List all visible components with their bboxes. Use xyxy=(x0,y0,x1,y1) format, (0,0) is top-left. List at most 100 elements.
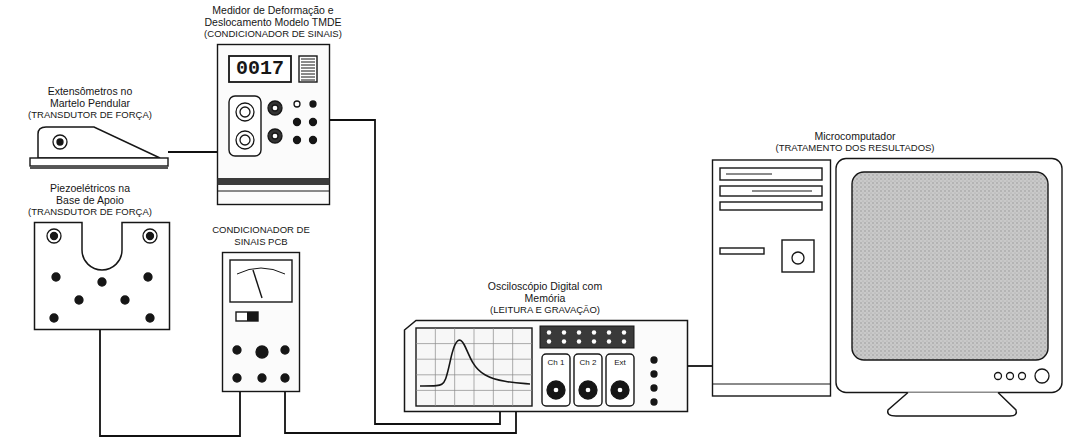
connector-ring xyxy=(236,131,254,149)
socket-dot xyxy=(233,374,241,382)
device-name: CONDICIONADOR DE SINAIS PCB xyxy=(205,224,317,248)
panel-button xyxy=(592,330,596,334)
channel-label: Ch 2 xyxy=(574,357,602,368)
sensor-dot xyxy=(144,273,152,281)
button-dot xyxy=(310,137,317,144)
bolt-head xyxy=(143,229,157,243)
panel-button xyxy=(607,330,611,334)
meter-needle xyxy=(253,270,262,298)
hammer-base-shadow xyxy=(30,166,168,169)
dial-knob-center xyxy=(272,105,278,111)
monitor-button xyxy=(995,373,1002,380)
channel-label: Ext xyxy=(606,357,634,368)
screen-grid xyxy=(416,359,532,360)
case-stripe xyxy=(218,178,330,185)
bar-tick xyxy=(301,71,315,72)
device-name: Microcomputador xyxy=(790,130,920,142)
hammer-base xyxy=(30,158,168,166)
bar-tick xyxy=(301,74,315,75)
connector-ring xyxy=(236,103,254,121)
hammer-head xyxy=(38,127,160,158)
bar-tick xyxy=(301,62,315,63)
device-caption: CONDICIONADOR DE SINAIS PCB xyxy=(205,224,317,248)
button-dot xyxy=(294,119,301,126)
signal-cable xyxy=(168,151,217,153)
power-button xyxy=(792,252,804,264)
monitor-case xyxy=(836,159,1062,393)
drive-bay xyxy=(720,202,822,210)
hammer-pivot-pin xyxy=(57,139,63,145)
button-panel xyxy=(540,326,634,348)
monitor-stand xyxy=(888,393,1017,417)
bar-tick xyxy=(301,77,315,78)
screen-grid xyxy=(416,390,532,391)
bolt-center xyxy=(147,233,154,240)
switch-lever xyxy=(247,312,258,321)
meter-scale xyxy=(237,268,285,274)
hammer-pivot xyxy=(53,135,67,149)
screen-grid xyxy=(416,343,532,344)
panel-button xyxy=(592,339,596,343)
sensor-dot xyxy=(75,296,83,304)
device-name: Piezoelétricos na Base de Apoio xyxy=(38,182,142,206)
pcb-conditioner: CONDICIONADOR DE SINAIS PCB xyxy=(222,252,300,392)
tower-base xyxy=(713,384,831,385)
digital-oscilloscope-drawing xyxy=(404,320,688,412)
monitor-button xyxy=(1019,373,1026,380)
connector-core xyxy=(240,135,250,145)
strain-meter: Medidor de Deformação e Deslocamento Mod… xyxy=(217,44,330,205)
dial-knob xyxy=(268,101,282,115)
drive-slot xyxy=(752,191,812,192)
screen-grid xyxy=(454,328,455,406)
screen-grid xyxy=(416,374,532,375)
panel-button xyxy=(577,339,581,343)
channel-knob-center xyxy=(617,387,623,393)
button-dot xyxy=(310,119,317,126)
device-name: Medidor de Deformação e Deslocamento Mod… xyxy=(203,4,343,28)
indicator-dot xyxy=(651,399,657,405)
scope-case xyxy=(405,321,688,412)
signal-trace xyxy=(420,340,530,386)
piezo-base: Piezoelétricos na Base de Apoio(TRANSDUT… xyxy=(34,222,170,330)
sensor-dot xyxy=(98,278,106,286)
channel-frame xyxy=(542,354,570,406)
channel-knob xyxy=(579,381,597,399)
power-panel xyxy=(782,240,814,272)
digital-oscilloscope: Osciloscópio Digital com Memória(LEITURA… xyxy=(404,320,688,412)
role-label: (LEITURA E GRAVAÇÃO) xyxy=(488,304,603,316)
channel-knob xyxy=(547,381,565,399)
bar-tick xyxy=(301,80,315,81)
device-caption: Piezoelétricos na Base de Apoio(TRANSDUT… xyxy=(28,182,152,218)
connector-core xyxy=(240,107,250,117)
panel-button xyxy=(562,339,566,343)
button-dot xyxy=(281,346,289,354)
socket-dot xyxy=(258,374,266,382)
dial-knob-center xyxy=(272,133,278,139)
monitor-button xyxy=(1007,373,1014,380)
gain-knob xyxy=(256,346,268,358)
device-name: Osciloscópio Digital com Memória xyxy=(488,280,603,304)
microcomputer-drawing xyxy=(712,158,1062,420)
led xyxy=(294,101,300,107)
monitor-power xyxy=(1035,369,1049,383)
channel-frame xyxy=(574,354,602,406)
sensor-dot xyxy=(146,314,154,322)
panel-button xyxy=(622,339,626,343)
bolt-head xyxy=(47,229,61,243)
screen-grid xyxy=(512,328,513,406)
case-line xyxy=(218,191,330,192)
channel-knob xyxy=(611,381,629,399)
sensor-dot xyxy=(50,314,58,322)
device-caption: Medidor de Deformação e Deslocamento Mod… xyxy=(203,4,343,40)
button-dot xyxy=(294,137,301,144)
drive-bay xyxy=(720,186,822,196)
role-label: (TRANSDUTOR DE FORÇA) xyxy=(28,206,152,218)
device-name: Extensômetros no Martelo Pendular xyxy=(36,85,144,109)
pcb-conditioner-drawing xyxy=(222,252,300,392)
device-caption: Extensômetros no Martelo Pendular(TRANSD… xyxy=(28,85,152,121)
indicator-dot xyxy=(651,385,657,391)
socket-dot xyxy=(281,374,289,382)
dial-knob xyxy=(268,129,282,143)
channel-frame xyxy=(606,354,634,406)
